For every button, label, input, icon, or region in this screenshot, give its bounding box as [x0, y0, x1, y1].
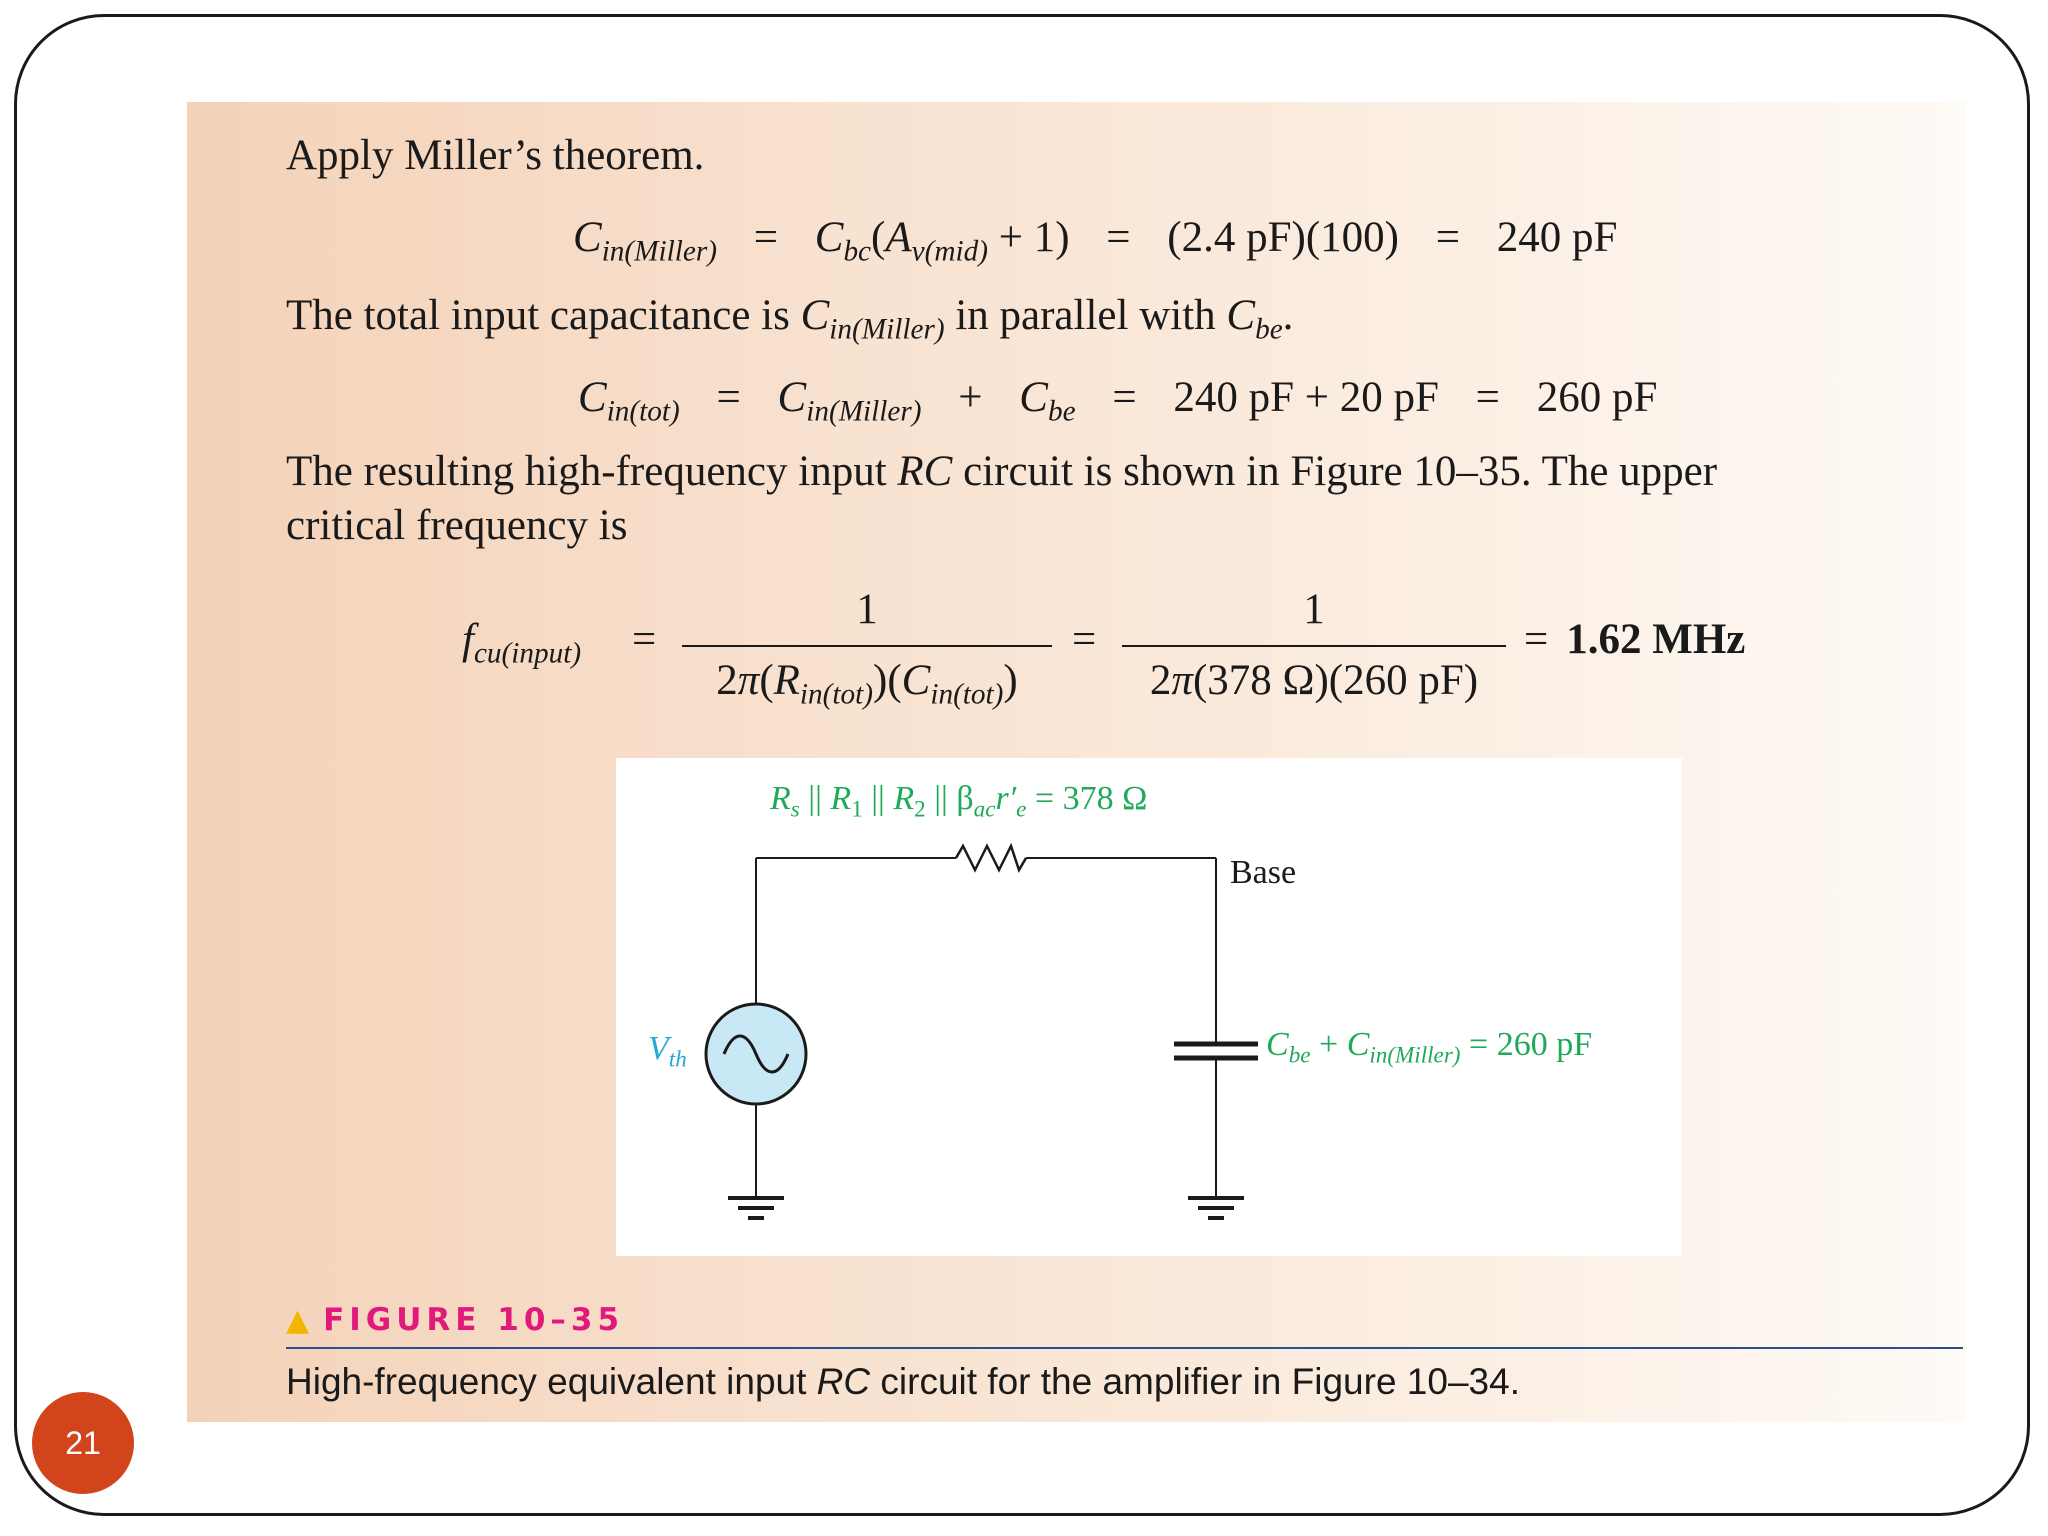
- fraction-symbolic: 1 2π(Rin(tot))(Cin(tot)): [682, 588, 1052, 710]
- resistor-label: Rs || R1 || R2 || βacr′e = 378 Ω: [770, 780, 1148, 823]
- critical-frequency-result: =1.62 MHz: [1524, 616, 1746, 663]
- base-label: Base: [1230, 854, 1297, 891]
- resulting-circuit-text-line1: The resulting high-frequency input RC ci…: [286, 448, 1718, 495]
- caption-divider: [286, 1347, 1963, 1349]
- capacitor-icon: [1174, 1041, 1258, 1061]
- resistor-icon: [954, 842, 1028, 874]
- circuit-figure: Rs || R1 || R2 || βacr′e = 378 Ω Base Vt…: [616, 758, 1682, 1256]
- fraction-numeric: 1 2π(378 Ω)(260 pF): [1122, 588, 1506, 702]
- figure-caption-text: High-frequency equivalent input RC circu…: [286, 1361, 1520, 1402]
- equals-sign: =: [1072, 616, 1097, 663]
- triangle-icon: ▲: [286, 1303, 310, 1338]
- equals-sign: =: [632, 616, 657, 663]
- source-label: Vth: [648, 1030, 687, 1073]
- ac-source-icon: [704, 1002, 808, 1106]
- page-number: 21: [65, 1424, 101, 1461]
- total-capacitance-equation: Cin(tot) = Cin(Miller) + Cbe = 240 pF + …: [578, 374, 1658, 428]
- critical-frequency-lhs: fcu(input): [462, 616, 582, 670]
- resulting-circuit-text-line2: critical frequency is: [286, 502, 628, 549]
- circuit-diagram: [704, 842, 1258, 1220]
- page-number-badge: 21: [32, 1392, 134, 1494]
- figure-caption-label: ▲FIGURE 10–35: [286, 1302, 625, 1338]
- ground-icon: [1188, 1196, 1244, 1220]
- total-capacitance-text: The total input capacitance is Cin(Mille…: [286, 292, 1294, 346]
- miller-capacitance-equation: Cin(Miller) = Cbc(Av(mid) + 1) = (2.4 pF…: [573, 214, 1618, 268]
- capacitor-label: Cbe + Cin(Miller) = 260 pF: [1266, 1026, 1593, 1069]
- ground-icon: [728, 1196, 784, 1220]
- apply-miller-text: Apply Miller’s theorem.: [286, 132, 705, 179]
